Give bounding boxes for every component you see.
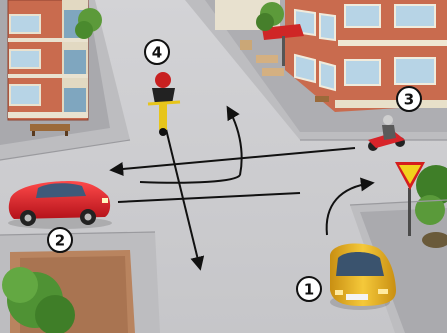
- awning-icon: [262, 24, 304, 66]
- label-2: 2: [47, 227, 73, 253]
- top-left-block: [0, 0, 130, 160]
- building-top-left: [7, 0, 89, 136]
- label-4: 4: [144, 39, 170, 65]
- yield-sign-icon: [395, 162, 425, 236]
- arrow-yellow-car-turn: [325, 177, 375, 236]
- tree-icon: [75, 8, 102, 39]
- arrow-cyclist-turn-tail: [139, 174, 241, 184]
- tree-icon: [256, 2, 284, 31]
- movement-arrows: [109, 105, 375, 271]
- arrow-red-car: [117, 192, 301, 203]
- arrow-moto-straight: [109, 147, 356, 176]
- label-3: 3: [396, 86, 422, 112]
- tree-icon: [415, 165, 447, 248]
- yellow-car: [330, 243, 396, 310]
- svg-text:2: 2: [55, 232, 65, 250]
- label-1: 1: [296, 276, 322, 302]
- motorcycle: [368, 115, 405, 151]
- building-top-right: [285, 0, 447, 112]
- arrow-cyclist-turn: [226, 105, 243, 176]
- svg-text:4: 4: [152, 44, 162, 62]
- svg-text:3: 3: [404, 91, 414, 109]
- tree-icon: [2, 267, 75, 333]
- top-right-block: [185, 0, 447, 140]
- cyclist: [147, 72, 181, 136]
- bottom-left-block: [0, 232, 160, 333]
- red-car: [8, 181, 112, 229]
- arrow-cyclist-straight: [164, 124, 205, 271]
- bottom-right-block: [350, 165, 447, 333]
- svg-text:1: 1: [304, 281, 314, 299]
